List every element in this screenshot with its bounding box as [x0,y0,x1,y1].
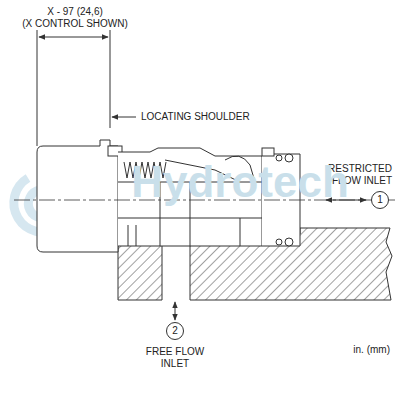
dimension-text: X - 97 (24,6) [47,6,103,18]
port-callout-circle: 1 [371,191,389,209]
flow-arrows [175,200,366,320]
circle-shape [372,192,389,209]
circle-shape [167,323,184,340]
dimension-lines [37,30,136,146]
callout-number: 2 [172,325,178,337]
port-label: FREE FLOW INLET [143,346,207,370]
watermark: Hydrotech [131,157,349,208]
dimension-note: (X CONTROL SHOWN) [22,18,128,30]
callout-number: 1 [377,194,383,206]
unit-note: in. (mm) [353,344,390,356]
port-callout-circle: 2 [166,322,184,340]
callout-label: LOCATING SHOULDER [141,111,250,123]
